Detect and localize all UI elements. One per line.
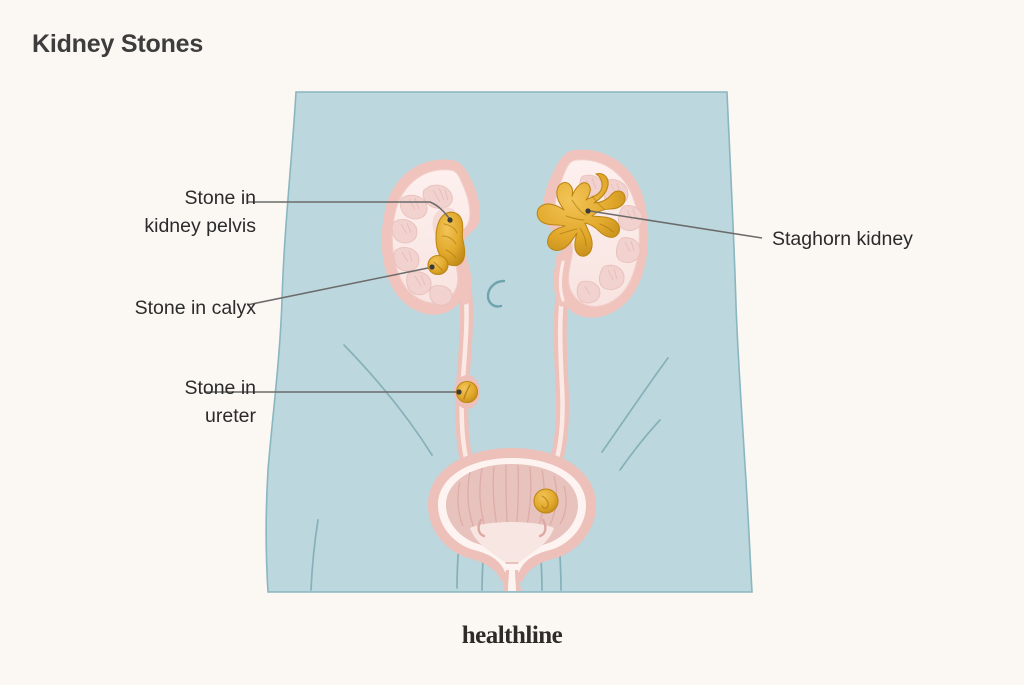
bladder-stone [533, 488, 559, 514]
label-staghorn-kidney: Staghorn kidney [772, 228, 913, 250]
leader-dot-ureter [456, 389, 462, 395]
leader-dot-staghorn [585, 208, 591, 214]
page-title: Kidney Stones [32, 30, 204, 58]
urethra [503, 570, 521, 591]
leader-lines [204, 201, 763, 395]
left-kidney [381, 159, 481, 315]
label-stone-in-ureter: Stone in ureter [184, 377, 256, 427]
anatomy-guide-lines [310, 344, 669, 591]
ureteral-stone [455, 380, 479, 404]
leader-line-calyx [246, 267, 429, 306]
renal-pelvis-stone [435, 211, 466, 267]
leader-line-staghorn [589, 210, 763, 239]
calyx-stone [427, 254, 449, 276]
healthline-logo: healthline [461, 622, 563, 649]
label-stone-in-calyx: Stone in calyx [134, 297, 256, 319]
spine-marker [486, 279, 506, 308]
label-stone-in-kidney-pelvis: Stone in kidney pelvis [144, 187, 256, 237]
leader-dot-calyx [429, 264, 435, 270]
staghorn-calculus-stone [536, 173, 626, 257]
leader-dot-pelvis [447, 217, 453, 223]
